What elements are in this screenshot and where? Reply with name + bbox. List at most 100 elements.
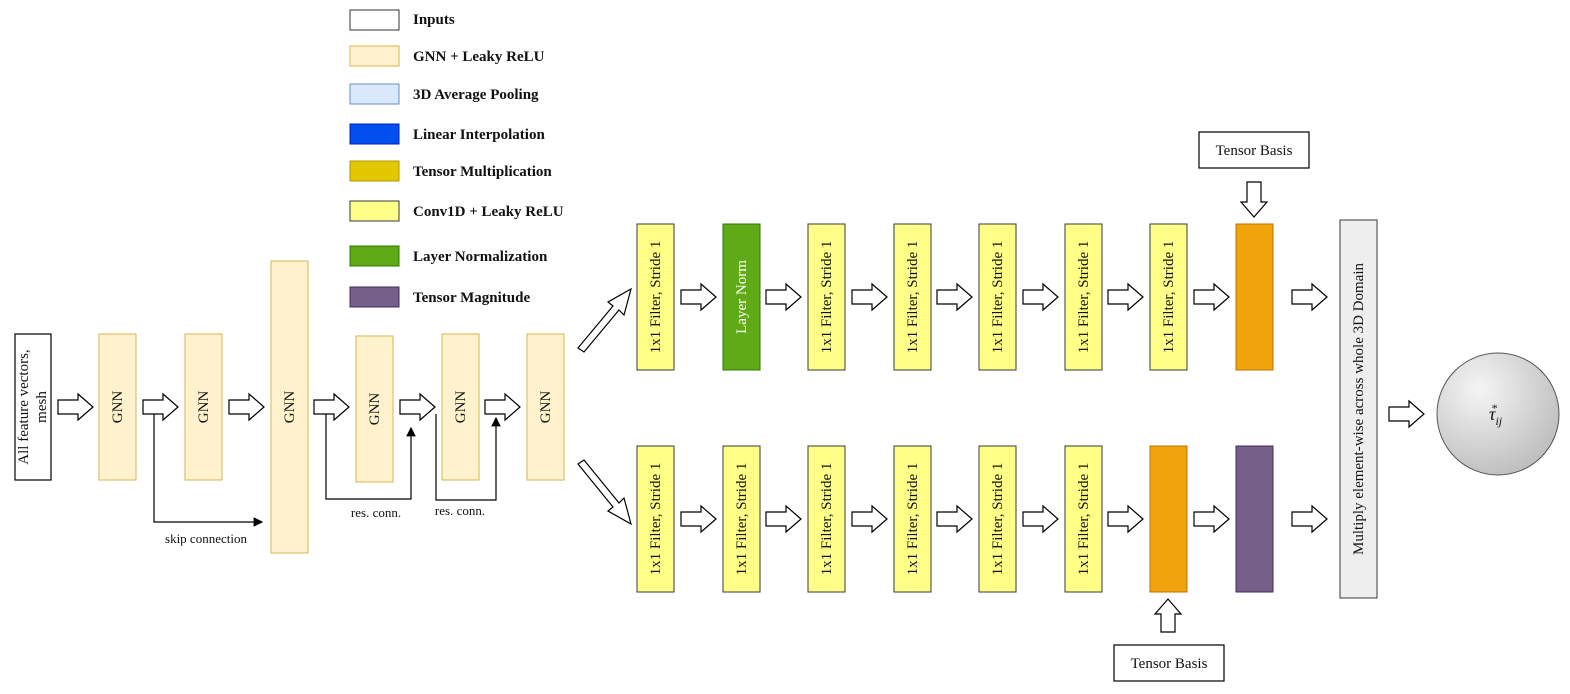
gnn-block-4: GNN xyxy=(355,335,394,483)
res-conn-label-1: res. conn. xyxy=(351,505,401,520)
conv-block: 1x1 Filter, Stride 1 xyxy=(1064,445,1103,593)
res-conn-line-1 xyxy=(325,414,416,500)
flow-arrow xyxy=(851,282,888,312)
flow-arrows-bottom xyxy=(680,504,1328,633)
gnn-block-6: GNN xyxy=(526,333,565,481)
legend-label: Layer Normalization xyxy=(413,249,548,265)
output-circle: τij* xyxy=(1436,352,1560,476)
flow-arrow xyxy=(1291,504,1328,534)
res-conn-label-2: res. conn. xyxy=(435,503,485,518)
conv-block: 1x1 Filter, Stride 1 xyxy=(636,445,675,593)
flow-arrow xyxy=(851,504,888,534)
gnn-block-2: GNN xyxy=(184,333,223,481)
connections xyxy=(153,414,501,527)
flow-arrow xyxy=(57,392,94,422)
legend-label: Tensor Multiplication xyxy=(413,164,552,180)
legend-swatch xyxy=(349,200,400,222)
top-branch: 1x1 Filter, Stride 1 Layer Norm 1x1 Filt… xyxy=(636,131,1328,371)
conv-block: 1x1 Filter, Stride 1 xyxy=(807,223,846,371)
flow-arrow xyxy=(1107,504,1144,534)
tensor-basis-label: Tensor Basis xyxy=(1216,143,1293,159)
legend-label: Tensor Magnitude xyxy=(413,290,530,306)
flow-arrow xyxy=(313,392,350,422)
conv-label: 1x1 Filter, Stride 1 xyxy=(648,463,664,576)
tensor-basis-bottom: Tensor Basis xyxy=(1113,644,1225,682)
conv-label: 1x1 Filter, Stride 1 xyxy=(648,241,664,354)
legend-item-conv1d: Conv1D + Leaky ReLU xyxy=(349,200,564,222)
input-label-line2: mesh xyxy=(34,391,50,423)
multiply-label: Multiply element-wise across whole 3D Do… xyxy=(1351,262,1367,555)
legend: Inputs GNN + Leaky ReLU 3D Average Pooli… xyxy=(349,9,564,308)
conv-label: 1x1 Filter, Stride 1 xyxy=(734,463,750,576)
output-symbol: τij* xyxy=(1489,401,1503,428)
conv-label: 1x1 Filter, Stride 1 xyxy=(990,463,1006,576)
legend-item-gnn: GNN + Leaky ReLU xyxy=(349,45,545,67)
legend-item-tensor-mult: Tensor Multiplication xyxy=(349,160,552,182)
legend-swatch xyxy=(349,160,400,182)
tensor-magnitude-block xyxy=(1235,445,1274,593)
conv-label: 1x1 Filter, Stride 1 xyxy=(1161,241,1177,354)
legend-item-linear-interp: Linear Interpolation xyxy=(349,123,545,145)
gnn-label: GNN xyxy=(538,391,554,424)
legend-swatch xyxy=(349,45,400,67)
multiply-block: Multiply element-wise across whole 3D Do… xyxy=(1339,219,1378,599)
legend-item-avg-pool: 3D Average Pooling xyxy=(349,83,539,105)
conv-label: 1x1 Filter, Stride 1 xyxy=(905,241,921,354)
flow-arrow xyxy=(936,282,973,312)
flow-arrow xyxy=(936,504,973,534)
gnn-label: GNN xyxy=(282,391,298,424)
split-arrow-up xyxy=(577,287,632,353)
tensor-basis-label: Tensor Basis xyxy=(1131,656,1208,672)
flow-arrow xyxy=(1291,282,1328,312)
skip-connection-line xyxy=(153,414,264,527)
flow-arrow xyxy=(765,504,802,534)
legend-label: 3D Average Pooling xyxy=(413,87,539,103)
tensor-mult-block xyxy=(1235,223,1274,371)
conv-block: 1x1 Filter, Stride 1 xyxy=(1149,223,1188,371)
flow-arrow xyxy=(228,392,265,422)
conv-label: 1x1 Filter, Stride 1 xyxy=(1076,241,1092,354)
legend-item-inputs: Inputs xyxy=(349,9,455,31)
conv-block: 1x1 Filter, Stride 1 xyxy=(893,223,932,371)
flow-arrow xyxy=(1022,282,1059,312)
down-arrow xyxy=(1239,181,1269,218)
flow-arrow xyxy=(484,392,521,422)
legend-swatch xyxy=(349,123,400,145)
layer-norm-label: Layer Norm xyxy=(734,260,750,334)
conv-block: 1x1 Filter, Stride 1 xyxy=(1064,223,1103,371)
conv-block: 1x1 Filter, Stride 1 xyxy=(636,223,675,371)
gnn-label: GNN xyxy=(110,391,126,424)
flow-arrow xyxy=(1022,504,1059,534)
conv-label: 1x1 Filter, Stride 1 xyxy=(905,463,921,576)
up-arrow xyxy=(1153,598,1183,633)
conv-block: 1x1 Filter, Stride 1 xyxy=(978,445,1017,593)
input-label-line1: All feature vectors, xyxy=(16,349,32,464)
conv-label: 1x1 Filter, Stride 1 xyxy=(990,241,1006,354)
legend-swatch xyxy=(349,245,400,267)
conv-label: 1x1 Filter, Stride 1 xyxy=(819,241,835,354)
legend-swatch xyxy=(349,83,400,105)
gnn-block-5: GNN xyxy=(441,333,480,481)
legend-swatch xyxy=(349,9,400,31)
gnn-block-3: GNN xyxy=(270,260,309,554)
conv-block: 1x1 Filter, Stride 1 xyxy=(722,445,761,593)
tensor-basis-top: Tensor Basis xyxy=(1198,131,1310,169)
layer-norm-block: Layer Norm xyxy=(722,223,761,371)
skip-connection-label: skip connection xyxy=(165,531,247,546)
conv-block: 1x1 Filter, Stride 1 xyxy=(978,223,1017,371)
flow-arrow xyxy=(142,392,179,422)
gnn-label: GNN xyxy=(453,391,469,424)
legend-item-layer-norm: Layer Normalization xyxy=(349,245,548,267)
gnn-block-1: GNN xyxy=(98,333,137,481)
flow-arrow-output xyxy=(1388,399,1425,429)
input-box: All feature vectors, mesh xyxy=(14,333,52,481)
legend-label: GNN + Leaky ReLU xyxy=(413,49,545,65)
flow-arrows-gnn xyxy=(57,392,521,422)
legend-label: Linear Interpolation xyxy=(413,127,545,143)
flow-arrow xyxy=(680,504,717,534)
flow-arrow xyxy=(399,392,436,422)
flow-arrow xyxy=(1193,282,1230,312)
gnn-label: GNN xyxy=(196,391,212,424)
flow-arrows-top xyxy=(680,181,1328,312)
